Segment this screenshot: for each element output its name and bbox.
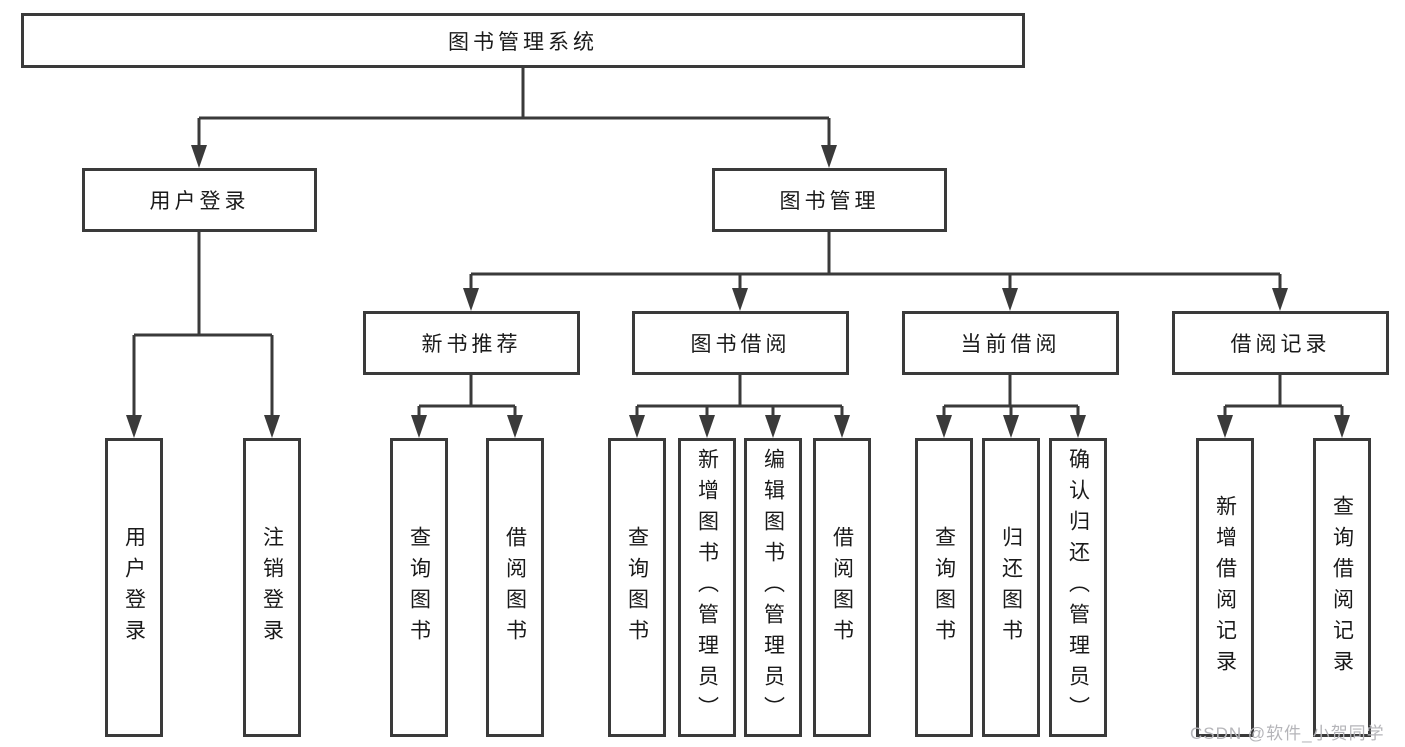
leaf-add-books-admin: 新增图书（管理员） <box>678 438 736 737</box>
node-label: 用户登录 <box>149 190 250 213</box>
arrowheads <box>126 145 1350 438</box>
node-label: 用户登录 <box>122 525 146 650</box>
node-borrowing-records: 借阅记录 <box>1172 311 1389 375</box>
node-label: 当前借阅 <box>960 333 1061 356</box>
node-label: 查询图书 <box>932 525 956 650</box>
node-label: 图书借阅 <box>690 333 791 356</box>
leaf-edit-books-admin: 编辑图书（管理员） <box>744 438 802 737</box>
leaf-confirm-return-admin: 确认归还（管理员） <box>1049 438 1107 737</box>
node-label: 图书管理系统 <box>448 30 598 54</box>
node-book-management-group: 图书管理 <box>712 168 947 232</box>
node-label: 归还图书 <box>999 525 1023 650</box>
node-label: 查询图书 <box>625 525 649 650</box>
node-label: 查询图书 <box>407 525 431 650</box>
leaf-query-books-recommend: 查询图书 <box>390 438 448 737</box>
node-user-login-group: 用户登录 <box>82 168 317 232</box>
csdn-watermark: CSDN @软件_小贺同学 <box>1190 724 1385 743</box>
node-book-borrowing: 图书借阅 <box>632 311 849 375</box>
node-new-book-recommendation: 新书推荐 <box>363 311 580 375</box>
node-label: 新增图书（管理员） <box>695 448 719 727</box>
leaf-return-books: 归还图书 <box>982 438 1040 737</box>
node-label: 新增借阅记录 <box>1213 494 1237 681</box>
leaf-query-borrow-record: 查询借阅记录 <box>1313 438 1371 737</box>
node-label: 编辑图书（管理员） <box>761 448 785 727</box>
leaf-borrow-books-borrowing: 借阅图书 <box>813 438 871 737</box>
leaf-add-borrow-record: 新增借阅记录 <box>1196 438 1254 737</box>
leaf-borrow-books-recommend: 借阅图书 <box>486 438 544 737</box>
leaf-query-books-borrowing: 查询图书 <box>608 438 666 737</box>
node-label: 确认归还（管理员） <box>1066 448 1090 727</box>
node-label: 图书管理 <box>779 190 880 213</box>
node-label: 借阅图书 <box>830 525 854 650</box>
leaf-user-login: 用户登录 <box>105 438 163 737</box>
node-label: 借阅记录 <box>1230 333 1331 356</box>
leaf-logout: 注销登录 <box>243 438 301 737</box>
node-library-management-system: 图书管理系统 <box>21 13 1025 68</box>
node-label: 注销登录 <box>260 525 284 650</box>
leaf-query-books-current: 查询图书 <box>915 438 973 737</box>
node-current-borrowing: 当前借阅 <box>902 311 1119 375</box>
node-label: 新书推荐 <box>421 333 522 356</box>
node-label: 查询借阅记录 <box>1330 494 1354 681</box>
node-label: 借阅图书 <box>503 525 527 650</box>
